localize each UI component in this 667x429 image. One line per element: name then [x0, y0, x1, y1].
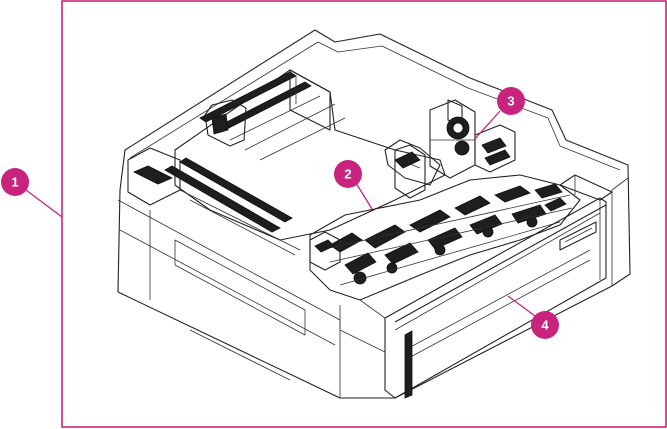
callout-4: 4 [531, 311, 559, 339]
callout-4-label: 4 [541, 318, 549, 333]
callout-3-leader [474, 111, 500, 140]
callout-1-leader [26, 190, 62, 217]
callout-3: 3 [497, 87, 525, 115]
tray-base-cabinet [118, 30, 630, 398]
callout-1: 1 [1, 168, 29, 196]
callout-2-label: 2 [344, 167, 351, 182]
callout-2-leader [356, 183, 372, 209]
drive-mechanism [310, 175, 580, 300]
callout-4-leader [508, 296, 535, 316]
callout-1-label: 1 [11, 175, 18, 190]
drive-gear-assembly [385, 100, 515, 185]
paper-tray-assembly [118, 30, 630, 398]
callout-3-label: 3 [507, 94, 514, 109]
callout-2: 2 [334, 160, 362, 188]
